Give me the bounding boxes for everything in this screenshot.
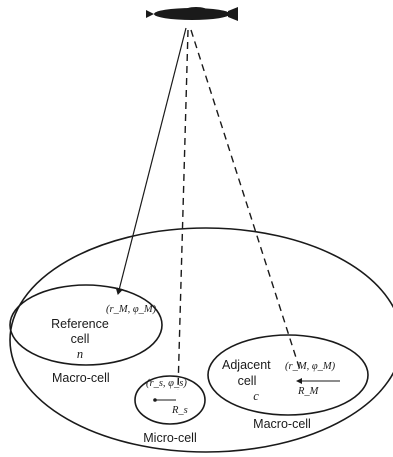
service-area-boundary [9, 227, 393, 453]
adjacent-cell-ellipse [207, 334, 369, 416]
adjacent-cell-name-line2: cell [238, 374, 257, 388]
adjacent-cell-radius: R_M [297, 386, 320, 397]
adjacent-cell-radius-arrow [296, 378, 302, 384]
satellite-icon [146, 7, 238, 21]
micro-cell-coord: (r_s, φ_s) [146, 378, 187, 389]
beam-line-reference [115, 27, 187, 295]
adjacent-cell-name-line1: Adjacent [222, 358, 271, 372]
micro-cell-type-label: Micro-cell [143, 431, 196, 445]
micro-cell-ellipse [134, 375, 206, 425]
adjacent-cell-coord: (r_M, φ_M) [285, 361, 336, 372]
adjacent-cell-type-label: Macro-cell [253, 417, 311, 431]
beam-line-adjacent [190, 29, 301, 371]
reference-cell-name-line1: Reference [51, 317, 109, 331]
reference-cell-index: n [77, 347, 83, 361]
beam-line-micro [177, 29, 189, 391]
micro-cell-radius: R_s [171, 405, 188, 416]
reference-cell-ellipse [9, 284, 163, 366]
reference-cell-name-line2: cell [71, 332, 90, 346]
reference-cell-coord: (r_M, φ_M) [106, 304, 157, 315]
reference-cell-type-label: Macro-cell [52, 371, 110, 385]
adjacent-cell-index: c [253, 389, 259, 403]
